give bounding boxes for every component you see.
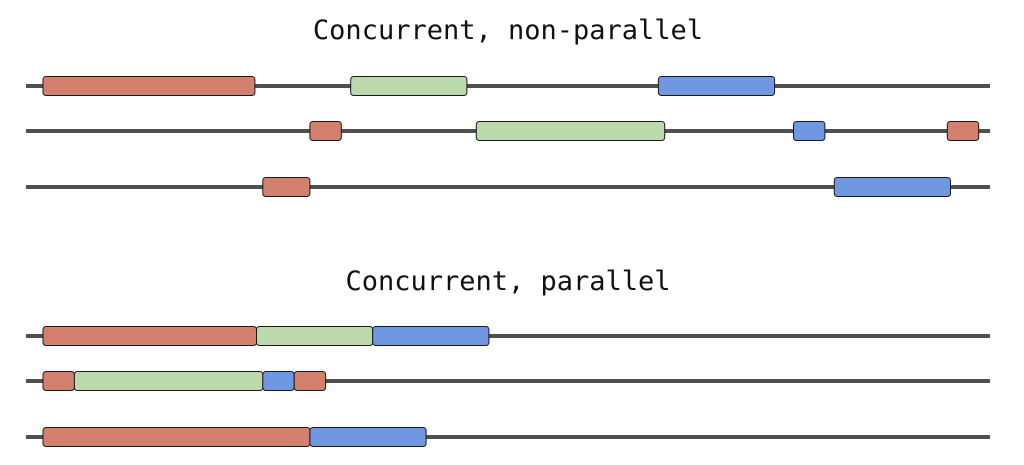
task-bar-red-non-parallel-r1-1 xyxy=(42,76,256,96)
task-bar-green-non-parallel-r1-2 xyxy=(350,76,468,96)
panel-non-parallel xyxy=(26,76,990,197)
task-bar-green-parallel-r2-2 xyxy=(73,371,264,391)
task-bar-red-non-parallel-r3-1 xyxy=(262,177,311,197)
panel-title-parallel: Concurrent, parallel xyxy=(345,266,670,297)
task-bar-blue-parallel-r1-3 xyxy=(372,326,490,346)
panel-title-non-parallel: Concurrent, non-parallel xyxy=(313,15,703,46)
task-bar-red-parallel-r2-4 xyxy=(293,371,327,391)
task-bar-red-non-parallel-r2-4 xyxy=(946,121,980,141)
task-bar-blue-non-parallel-r1-3 xyxy=(657,76,776,96)
task-bar-blue-parallel-r3-2 xyxy=(309,427,427,447)
panel-parallel xyxy=(26,326,990,447)
task-bar-green-parallel-r1-2 xyxy=(256,326,374,346)
task-bar-blue-non-parallel-r2-3 xyxy=(793,121,826,141)
task-bar-blue-non-parallel-r3-2 xyxy=(833,177,951,197)
task-bar-red-parallel-r2-1 xyxy=(42,371,75,391)
task-bar-red-parallel-r3-1 xyxy=(42,427,311,447)
task-bar-blue-parallel-r2-3 xyxy=(262,371,295,391)
task-bar-green-non-parallel-r2-2 xyxy=(475,121,666,141)
task-bar-red-parallel-r1-1 xyxy=(42,326,257,346)
task-bar-red-non-parallel-r2-1 xyxy=(309,121,342,141)
